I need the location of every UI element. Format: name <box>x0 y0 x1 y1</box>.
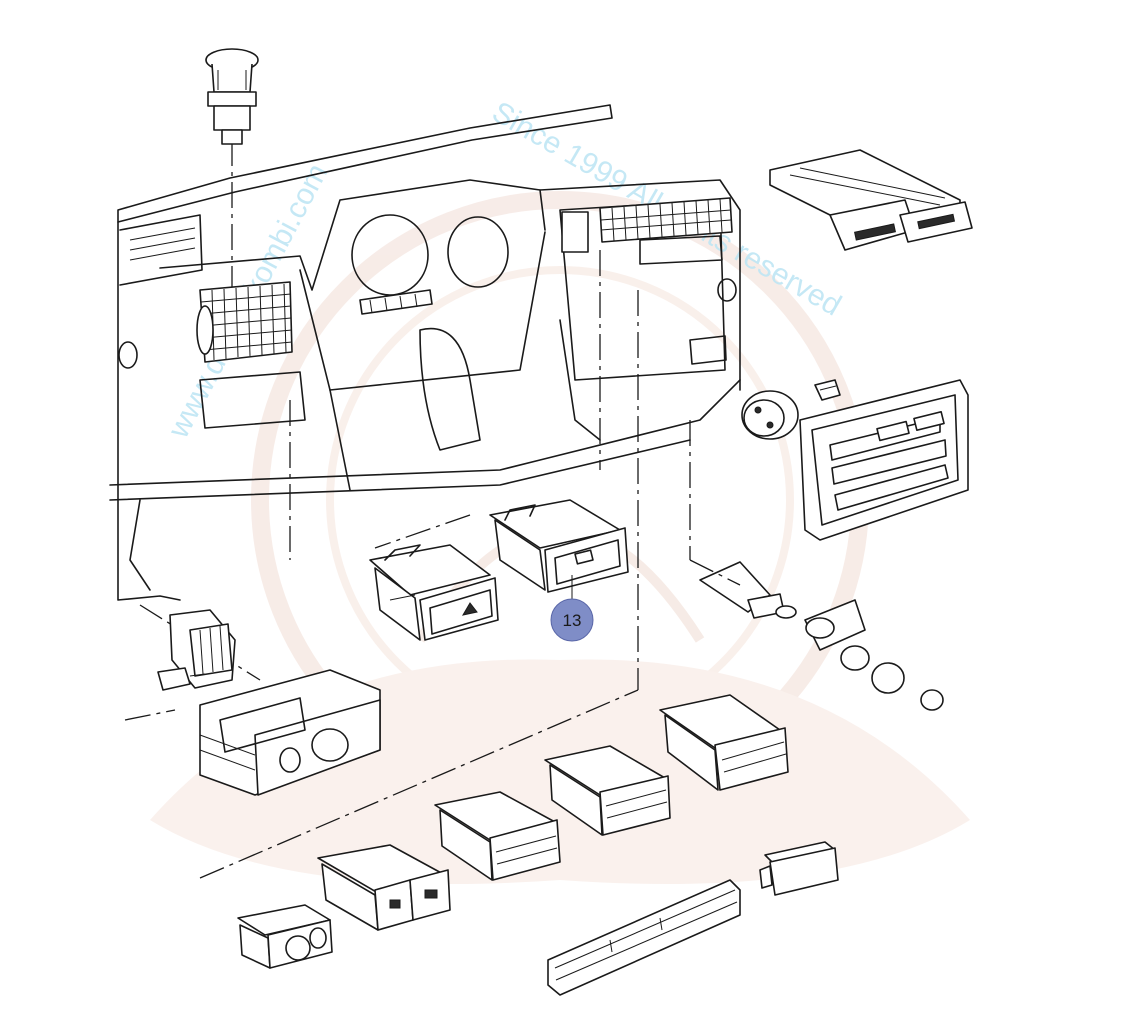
left-vent-grille <box>196 281 293 363</box>
center-vent <box>561 197 733 253</box>
connector-plugs <box>157 609 236 691</box>
heater-control-panel <box>799 379 969 541</box>
blank-cover <box>759 841 839 896</box>
callout-13: 13 <box>550 575 594 642</box>
clip <box>814 379 841 401</box>
hazard-switch <box>369 544 499 641</box>
lamp-socket <box>689 559 944 711</box>
leader-lines <box>124 140 691 879</box>
callout-label: 13 <box>563 611 582 630</box>
dashboard <box>109 104 741 601</box>
callout-circle <box>550 598 594 642</box>
vent-assembly <box>769 149 973 251</box>
rotary-switch <box>741 390 799 440</box>
cigarette-lighter <box>205 48 259 145</box>
light-switch-assembly <box>199 669 381 796</box>
trim-strip <box>547 879 741 996</box>
switch-13 <box>489 499 629 593</box>
rocker-switches <box>237 694 789 969</box>
